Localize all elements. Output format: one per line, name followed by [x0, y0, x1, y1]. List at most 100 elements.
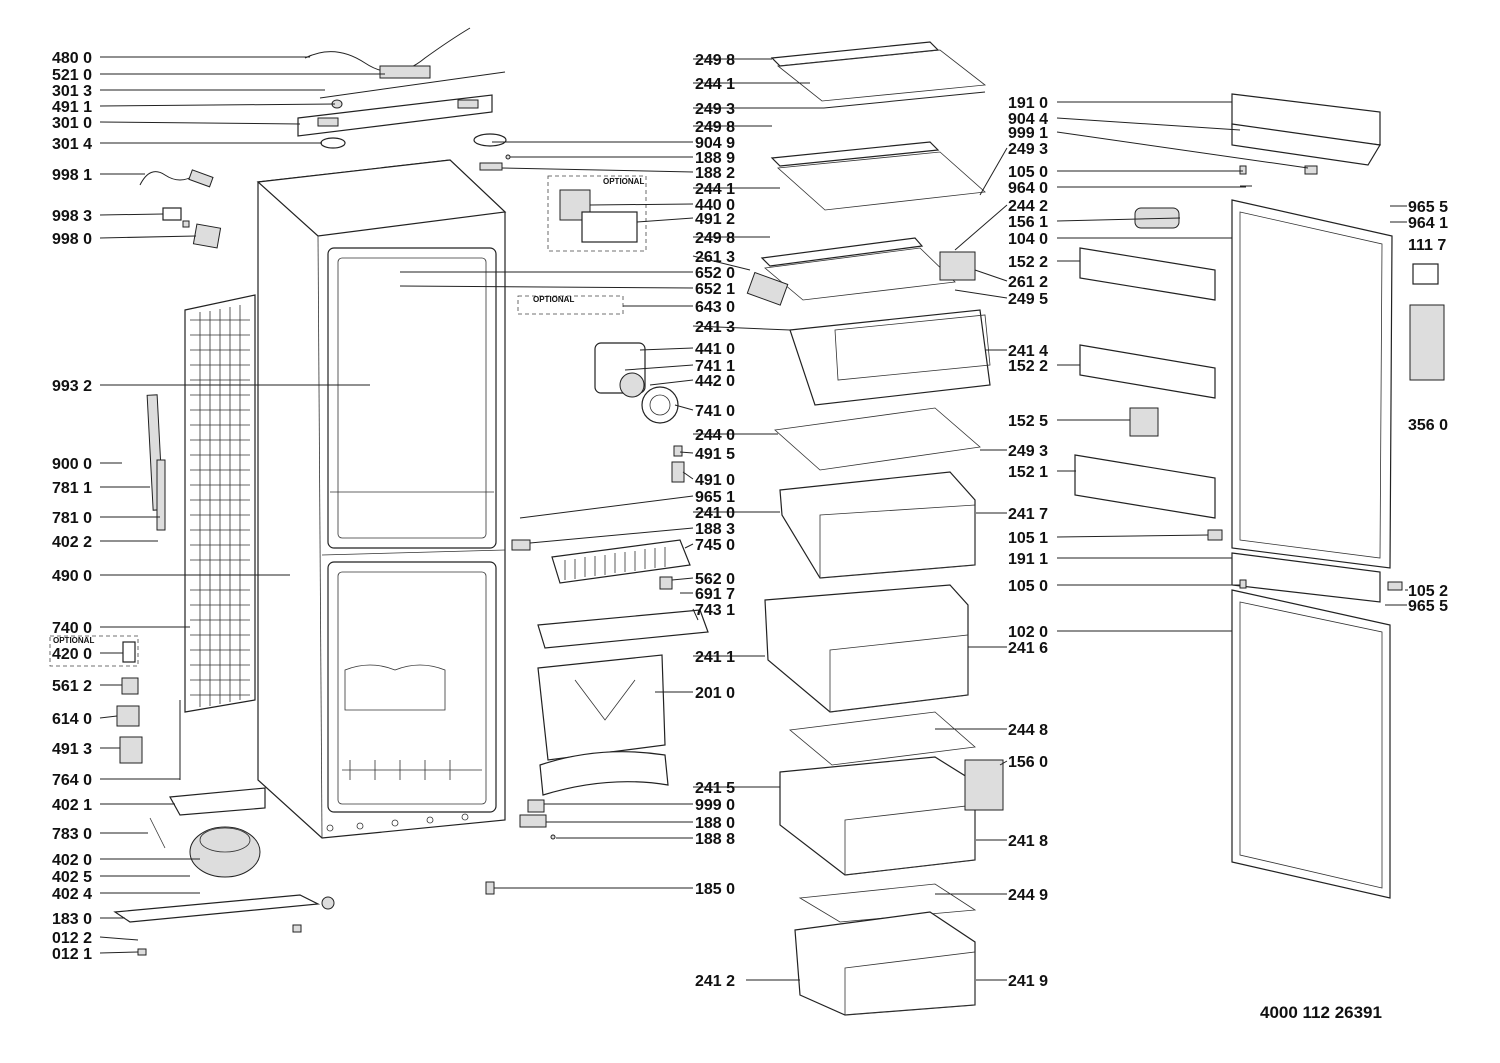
callout-label: 244 0 — [695, 427, 735, 444]
callout-label: 249 8 — [695, 119, 735, 136]
callout-label: 188 9 — [695, 150, 735, 167]
callout-label: 442 0 — [695, 373, 735, 390]
callout-label: 249 8 — [695, 52, 735, 69]
callout-label: 965 1 — [695, 489, 735, 506]
callout-label: 241 7 — [1008, 506, 1048, 523]
optional-label: OPTIONAL — [53, 636, 94, 645]
callout-label: 999 0 — [695, 797, 735, 814]
callout-label: 188 2 — [695, 165, 735, 182]
callout-label: 402 0 — [52, 852, 92, 869]
callout-label: 152 2 — [1008, 254, 1048, 271]
callout-label: 249 3 — [695, 101, 735, 118]
callout-label: 741 0 — [695, 403, 735, 420]
drawing-condenser — [146, 294, 256, 780]
callout-label: 652 0 — [695, 265, 735, 282]
callout-label: 191 1 — [1008, 551, 1048, 568]
callout-label: 244 8 — [1008, 722, 1048, 739]
callout-label: 185 0 — [695, 881, 735, 898]
callout-label: 105 0 — [1008, 578, 1048, 595]
callout-label: 241 9 — [1008, 973, 1048, 990]
callout-label: 998 1 — [52, 167, 92, 184]
callout-label: 241 1 — [695, 649, 735, 666]
callout-label: 105 0 — [1008, 164, 1048, 181]
callout-label: 241 5 — [695, 780, 735, 797]
callout-label: 491 3 — [52, 741, 92, 758]
callout-label: 356 0 — [1408, 417, 1448, 434]
optional-label: OPTIONAL — [603, 177, 644, 186]
callout-label: 201 0 — [695, 685, 735, 702]
callout-label: 402 5 — [52, 869, 92, 886]
callout-label: 440 0 — [695, 197, 735, 214]
callout-label: 561 2 — [52, 678, 92, 695]
callout-label: 964 1 — [1408, 215, 1448, 232]
callout-label: 301 0 — [52, 115, 92, 132]
callout-label: 562 0 — [695, 571, 735, 588]
drawing-doors — [1074, 93, 1445, 899]
callout-label: 420 0 — [52, 646, 92, 663]
callout-label: 152 2 — [1008, 358, 1048, 375]
callout-label: 244 1 — [695, 76, 735, 93]
callout-label: 740 0 — [52, 620, 92, 637]
callout-label: 904 9 — [695, 135, 735, 152]
callout-label: 183 0 — [52, 911, 92, 928]
callout-label: 102 0 — [1008, 624, 1048, 641]
drawing-compressor — [113, 641, 335, 956]
callout-label: 244 2 — [1008, 198, 1048, 215]
callout-label: 614 0 — [52, 711, 92, 728]
callout-label: 441 0 — [695, 341, 735, 358]
callout-label: 244 9 — [1008, 887, 1048, 904]
callout-label: 191 0 — [1008, 95, 1048, 112]
callout-label: 301 3 — [52, 83, 92, 100]
callout-label: 745 0 — [695, 537, 735, 554]
drawing-fan — [594, 342, 679, 424]
optional-label: OPTIONAL — [533, 295, 574, 304]
drawing-shelves — [746, 41, 1004, 1016]
callout-label: 249 3 — [1008, 443, 1048, 460]
callout-label: 480 0 — [52, 50, 92, 67]
callout-label: 491 2 — [695, 211, 735, 228]
callout-label: 241 8 — [1008, 833, 1048, 850]
callout-label: 301 4 — [52, 136, 92, 153]
callout-label: 104 0 — [1008, 231, 1048, 248]
callout-label: 156 1 — [1008, 214, 1048, 231]
callout-label: 244 1 — [695, 181, 735, 198]
callout-label: 998 3 — [52, 208, 92, 225]
callout-label: 652 1 — [695, 281, 735, 298]
callout-label: 491 5 — [695, 446, 735, 463]
callout-label: 249 5 — [1008, 291, 1048, 308]
callout-label: 249 3 — [1008, 141, 1048, 158]
callout-label: 743 1 — [695, 602, 735, 619]
callout-label: 781 1 — [52, 480, 92, 497]
callout-labels: 480 0 521 0 301 3 491 1 301 0 301 4 998 … — [49, 50, 1448, 1022]
callout-label: 241 4 — [1008, 343, 1048, 360]
callout-label: 999 1 — [1008, 125, 1048, 142]
callout-label: 241 6 — [1008, 640, 1048, 657]
callout-label: 964 0 — [1008, 180, 1048, 197]
callout-label: 402 4 — [52, 886, 92, 903]
callout-label: 241 3 — [695, 319, 735, 336]
callout-label: 249 8 — [695, 230, 735, 247]
callout-label: 993 2 — [52, 378, 92, 395]
callout-label: 105 1 — [1008, 530, 1048, 547]
callout-label: 904 4 — [1008, 111, 1048, 128]
callout-label: 900 0 — [52, 456, 92, 473]
callout-label: 783 0 — [52, 826, 92, 843]
callout-label: 152 1 — [1008, 464, 1048, 481]
drawing-cabinet — [256, 159, 507, 839]
callout-label: 691 7 — [695, 586, 735, 603]
callout-label: 965 5 — [1408, 199, 1448, 216]
callout-label: 781 0 — [52, 510, 92, 527]
callout-label: 241 2 — [695, 973, 735, 990]
callout-label: 521 0 — [52, 67, 92, 84]
callout-label: 012 2 — [52, 930, 92, 947]
drawing-evaporator — [485, 445, 709, 895]
callout-label: 105 2 — [1408, 583, 1448, 600]
callout-label: 012 1 — [52, 946, 92, 963]
callout-label: 156 0 — [1008, 754, 1048, 771]
document-number: 4000 112 26391 — [1260, 1003, 1382, 1022]
callout-label: 188 3 — [695, 521, 735, 538]
callout-label: 490 0 — [52, 568, 92, 585]
callout-label: 491 1 — [52, 99, 92, 116]
drawing-optional-fan-box — [517, 175, 647, 315]
